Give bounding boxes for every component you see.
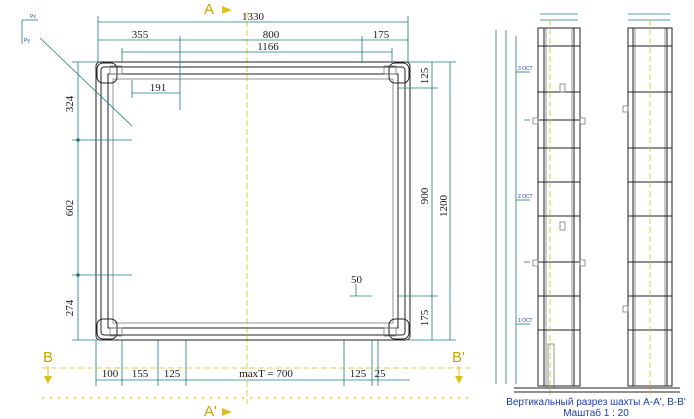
top-dimensions: 1330 355 800 175 1166 bbox=[97, 11, 409, 110]
corner-post-tl bbox=[96, 62, 118, 84]
dim-left-middle: 602 bbox=[64, 200, 76, 217]
corner-post-br bbox=[388, 318, 410, 340]
bottom-dimensions: 100 155 125 maxT = 700 125 25 bbox=[95, 340, 410, 386]
dim-bottom-1: 100 bbox=[102, 368, 119, 380]
dim-inner-width: 1166 bbox=[257, 41, 279, 53]
corner-post-bl bbox=[96, 318, 118, 340]
dim-191: 191 bbox=[150, 82, 167, 94]
section-mark-b: B bbox=[43, 349, 53, 366]
dim-overall-width: 1330 bbox=[242, 11, 265, 23]
elevation-b bbox=[622, 13, 673, 396]
dim-bottom-5: 125 bbox=[350, 368, 367, 380]
level-label-1: 1 ОСТ bbox=[518, 318, 533, 324]
dim-right-offset: 175 bbox=[373, 29, 390, 41]
level-label-2: 2 ОСТ bbox=[518, 194, 533, 200]
dim-middle: 800 bbox=[263, 29, 280, 41]
axis-label-py: Py bbox=[24, 38, 30, 44]
left-dimensions: 324 602 274 bbox=[64, 61, 132, 341]
dim-left-top: 324 bbox=[64, 95, 76, 112]
shaft-frame bbox=[95, 61, 411, 341]
section-arrow-a bbox=[222, 6, 232, 14]
section-mark-a-prime: A' bbox=[204, 403, 217, 419]
right-dimensions: 125 900 1200 175 bbox=[398, 61, 456, 341]
level-3-marker: 3 ОСТ bbox=[516, 66, 533, 73]
axis-label-px: Px bbox=[30, 14, 36, 20]
dim-bottom-max-t: maxT = 700 bbox=[239, 368, 293, 380]
dim-50: 50 bbox=[351, 274, 363, 286]
dim-50-group: 50 bbox=[350, 274, 372, 297]
dim-bottom-2: 155 bbox=[132, 368, 149, 380]
plan-view: Px Py A A' B B' bbox=[21, 1, 470, 419]
level-2-marker: 2 ОСТ bbox=[516, 194, 533, 201]
section-arrow-a-prime bbox=[222, 408, 232, 416]
dim-right-overall: 1200 bbox=[438, 195, 450, 218]
dim-right-middle: 900 bbox=[419, 187, 431, 204]
axis-indicator: Px Py bbox=[21, 14, 38, 44]
dim-bottom-6: 25 bbox=[375, 368, 387, 380]
dim-left-offset: 355 bbox=[132, 29, 149, 41]
level-label-3: 3 ОСТ bbox=[518, 66, 533, 72]
section-mark-b-prime: B' bbox=[452, 349, 465, 366]
dim-right-top: 125 bbox=[419, 67, 431, 84]
level-1-marker: 1 ОСТ bbox=[516, 318, 533, 325]
dim-left-bottom: 274 bbox=[64, 299, 76, 316]
caption-title: Вертикальный разрез шахты А-А', В-В' bbox=[506, 397, 686, 408]
section-mark-a: A bbox=[204, 1, 214, 18]
dim-right-bottom: 175 bbox=[419, 309, 431, 326]
caption-block: Вертикальный разрез шахты А-А', В-В' Маш… bbox=[506, 397, 686, 419]
dim-191-group: 191 bbox=[131, 80, 180, 98]
caption-scale: Маштаб 1 : 20 bbox=[563, 407, 629, 419]
corner-post-tr bbox=[388, 62, 410, 84]
dim-bottom-3: 125 bbox=[164, 368, 181, 380]
elevation-a: 3 ОСТ 2 ОСТ 1 ОСТ bbox=[495, 13, 680, 396]
